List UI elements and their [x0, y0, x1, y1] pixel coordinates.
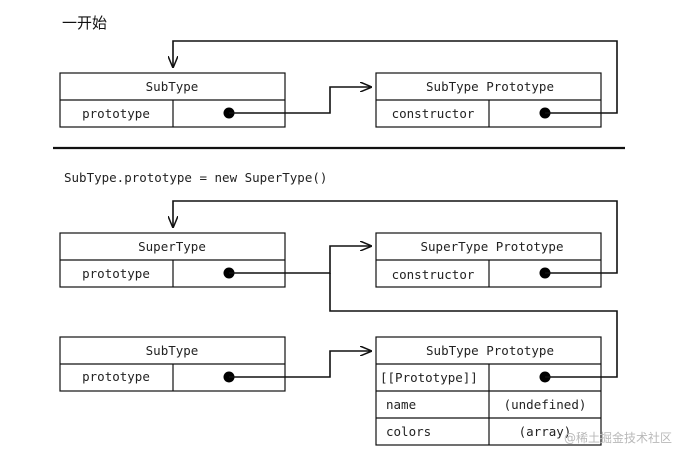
row-value-colors: (array): [519, 424, 572, 439]
subtype-prototype-box: SubType Prototype constructor: [375, 72, 602, 128]
supertype-box: SuperType prototype: [59, 232, 286, 288]
supertype-prototype-header: SuperType Prototype: [421, 239, 564, 254]
subtype-prototype-header: SubType Prototype: [426, 79, 554, 94]
supertype-prototype-box: SuperType Prototype constructor: [375, 232, 602, 288]
subtype-prototype-header-2: SubType Prototype: [426, 343, 554, 358]
row-key-name: name: [386, 397, 416, 412]
subtype-box: SubType prototype: [59, 72, 286, 128]
arrow-constructor-to-supertype: [173, 200, 618, 274]
supertype-header: SuperType: [138, 239, 206, 254]
subtype-prototype-label: prototype: [82, 106, 150, 121]
watermark: @稀土掘金技术社区: [564, 430, 672, 445]
subtype-prototype-constructor-label: constructor: [392, 106, 475, 121]
subtype-prototype-box-2: SubType Prototype [[Prototype]] name (un…: [375, 336, 602, 446]
subtype-header: SubType: [146, 79, 199, 94]
supertype-prototype-constructor-label: constructor: [392, 267, 475, 282]
arrow-subtype-to-prototype: [229, 87, 371, 114]
assignment-code: SubType.prototype = new SuperType(): [64, 170, 327, 185]
arrow-supertype-to-prototype: [229, 246, 371, 274]
row-key-prototype: [[Prototype]]: [380, 370, 478, 385]
row-value-name: (undefined): [504, 397, 587, 412]
subtype-header-2: SubType: [146, 343, 199, 358]
arrow-constructor-to-subtype: [173, 40, 618, 114]
arrow-internal-prototype-to-supertype-prototype: [329, 273, 618, 378]
section1-title: 一开始: [62, 14, 107, 32]
supertype-prototype-label: prototype: [82, 266, 150, 281]
subtype-prototype-label-2: prototype: [82, 369, 150, 384]
subtype-box-2: SubType prototype: [59, 336, 286, 392]
row-key-colors: colors: [386, 424, 431, 439]
arrow-subtype-to-subtype-prototype: [229, 351, 371, 378]
